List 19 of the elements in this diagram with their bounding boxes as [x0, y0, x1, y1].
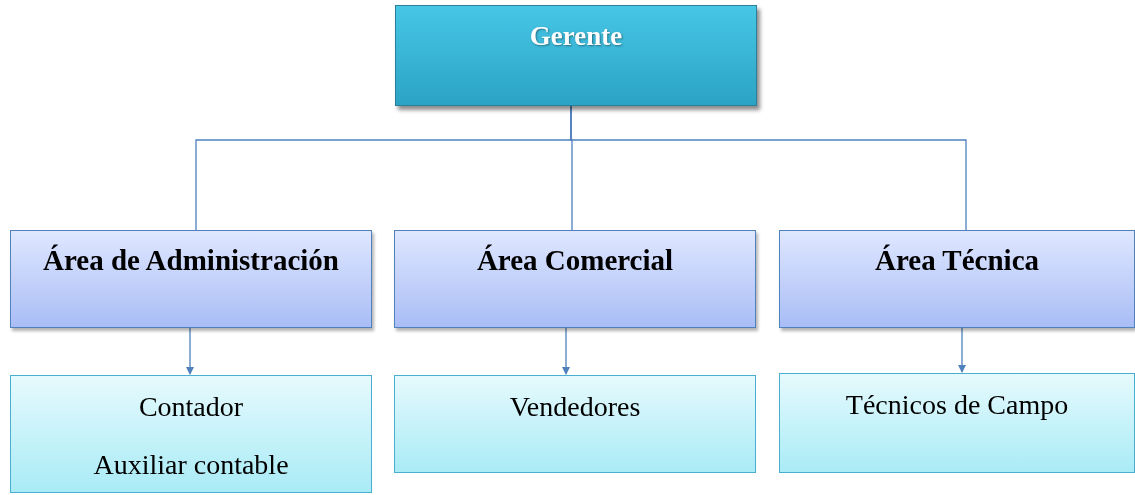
- department-box: [394, 230, 756, 328]
- node-label: Técnicos de Campo: [845, 388, 1069, 422]
- node-label: Auxiliar contable: [93, 447, 289, 482]
- arrow: [186, 327, 194, 375]
- node-label: Área Técnica: [875, 243, 1039, 278]
- manager-box: [395, 5, 757, 106]
- staff-box: [10, 375, 372, 493]
- department-box: [779, 230, 1135, 328]
- node-label: Área Comercial: [476, 243, 674, 278]
- staff-box: [779, 373, 1135, 473]
- department-box: [10, 230, 372, 328]
- node-label: Contador: [138, 390, 244, 424]
- arrow: [958, 327, 966, 373]
- node-label: Gerente: [529, 20, 623, 53]
- node-label: Vendedores: [509, 390, 641, 424]
- connector-line: [570, 105, 967, 231]
- arrow: [562, 327, 570, 375]
- node-label: Área de Administración: [43, 243, 339, 278]
- staff-box: [394, 375, 756, 473]
